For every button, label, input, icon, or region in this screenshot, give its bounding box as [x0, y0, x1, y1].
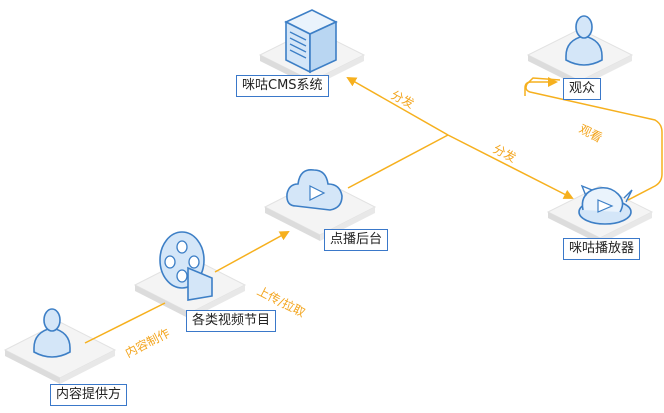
flow-line-distribute-player [447, 134, 574, 199]
node-label-cms: 咪咕CMS系统 [236, 75, 329, 97]
flow-line-watch [525, 77, 663, 201]
cloud-play-icon [286, 168, 343, 211]
flow-line-vod-hub [347, 134, 449, 189]
server-icon [284, 9, 338, 74]
flow-line-upload [214, 231, 290, 273]
flow-line-distribute-cms [346, 77, 449, 136]
flow-line-produce [84, 302, 166, 344]
node-label-provider: 内容提供方 [50, 384, 128, 406]
node-label-vod: 点播后台 [324, 229, 389, 251]
player-icon [578, 184, 633, 225]
flow-line-watch-head [524, 77, 558, 96]
film-reel-icon [159, 231, 213, 301]
node-label-player: 咪咕播放器 [563, 238, 641, 260]
node-label-programs: 各类视频节目 [186, 310, 277, 332]
person-icon [33, 308, 71, 358]
person-icon [565, 15, 603, 66]
node-label-audience: 观众 [563, 78, 602, 100]
